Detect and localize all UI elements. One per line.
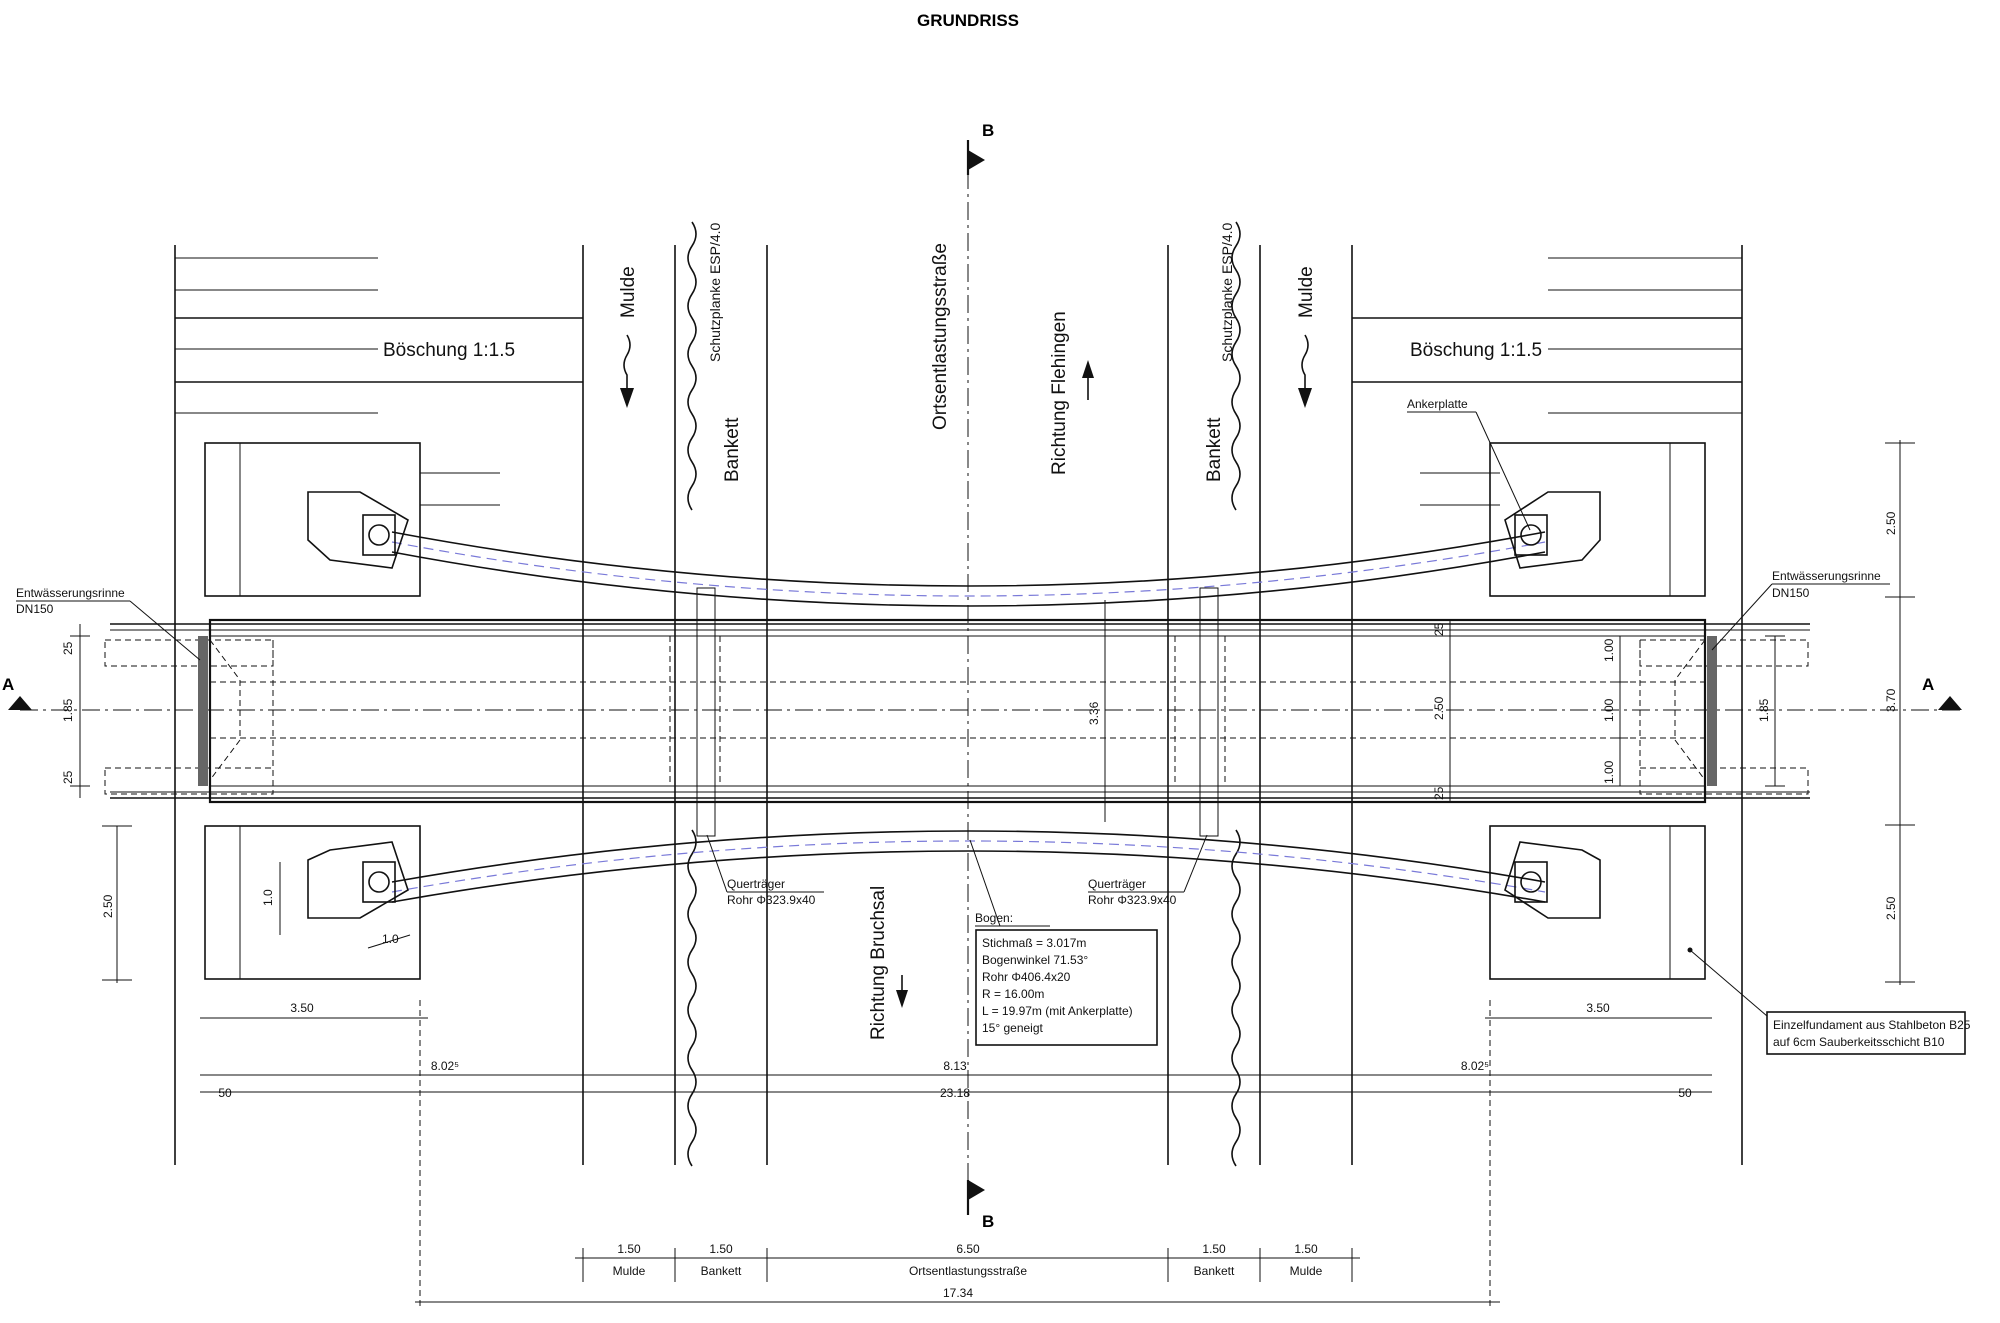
dim-650: 6.50 [956,1242,980,1256]
cross-beam-left [696,587,716,837]
dim-10-vertical: 1.0 [261,889,275,906]
bridge-deck [104,587,1810,837]
section-b-label-bottom: B [982,1212,994,1231]
terrain-lines [174,221,1743,1167]
label-bottom-mulde-right: Mulde [1290,1264,1323,1278]
dim-100-c: 1.00 [1602,760,1616,784]
label-quertraeger-right: Querträger [1088,877,1146,891]
label-bankett-left: Bankett [722,417,743,482]
bogen-spec-line: Bogenwinkel 71.53° [982,953,1088,967]
label-richtung-flehingen: Richtung Flehingen [1049,311,1070,475]
dim-50-right: 50 [1678,1086,1692,1100]
dim-25-mid-top: 25 [1432,622,1446,636]
dim-185-right: 1.85 [1757,698,1771,722]
dimension-lines [70,440,1915,1310]
label-boeschung-right: Böschung 1:1.5 [1410,340,1542,361]
dim-50-left: 50 [218,1086,232,1100]
dim-350-right: 3.50 [1586,1001,1610,1015]
dim-250-right-bottom: 2.50 [1884,896,1898,920]
label-boeschung-left: Böschung 1:1.5 [383,340,515,361]
label-bogen: Bogen: [975,911,1013,925]
dim-25-left-bottom: 25 [61,770,75,784]
foundation-bottom-right [1489,825,1706,980]
dim-150-mulde-right: 1.50 [1294,1242,1318,1256]
dim-10-horizontal: 1.0 [382,932,399,946]
section-b-arrow-bottom [968,1180,985,1200]
label-schutzplanke-left: Schutzplanke ESP/4.0 [707,222,723,362]
label-quertraeger-right-rohr: Rohr Φ323.9x40 [1088,893,1177,907]
drainage-channel-left [198,636,208,786]
dim-336: 3.36 [1087,701,1101,725]
label-entwaesserung-right: Entwässerungsrinne [1772,569,1881,583]
einzelfundament-box [1766,1011,1966,1055]
section-a-arrow-right [1938,696,1962,710]
foundation-top-right [1489,442,1706,597]
dim-250-left: 2.50 [101,894,115,918]
dim-100-a: 1.00 [1602,638,1616,662]
bogen-spec-line: Rohr Φ406.4x20 [982,970,1071,984]
drawing-title: GRUNDRISS [917,11,1019,30]
arch-top [391,531,1546,607]
dim-813: 8.13 [943,1059,967,1073]
drainage-channel-right [1707,636,1717,786]
section-a-label-right: A [1922,675,1934,694]
dim-250-mid: 2.50 [1432,696,1446,720]
label-quertraeger-left-rohr: Rohr Φ323.9x40 [727,893,816,907]
arch-bottom [391,830,1546,903]
section-a-label-left: A [2,675,14,694]
label-mulde-right: Mulde [1296,266,1317,318]
label-ortsentlastungsstrasse: Ortsentlastungsstraße [930,243,951,430]
bogen-spec-line: 15° geneigt [982,1021,1044,1035]
label-quertraeger-left: Querträger [727,877,785,891]
dim-350-left: 3.50 [290,1001,314,1015]
bogen-spec-line: R = 16.00m [982,987,1044,1001]
cross-beam-right [1199,587,1219,837]
dim-250-right-top: 2.50 [1884,511,1898,535]
label-richtung-bruchsal: Richtung Bruchsal [868,886,889,1040]
label-mulde-left: Mulde [618,266,639,318]
dim-25-left-top: 25 [61,641,75,655]
label-entwaesserung-left-dn: DN150 [16,602,54,616]
dim-150-bankett-right: 1.50 [1202,1242,1226,1256]
label-bottom-ortsentlastungsstrasse: Ortsentlastungsstraße [909,1264,1027,1278]
bogen-spec-line: Stichmaß = 3.017m [982,936,1086,950]
bogen-spec-box [975,929,1158,1046]
label-bottom-bankett-left: Bankett [701,1264,742,1278]
label-einzelfundament-2: auf 6cm Sauberkeitsschicht B10 [1773,1035,1945,1049]
dim-25-mid-bottom: 25 [1432,786,1446,800]
section-b-label-top: B [982,121,994,140]
label-bottom-mulde-left: Mulde [613,1264,646,1278]
dim-150-mulde-left: 1.50 [617,1242,641,1256]
foundation-top-left [204,442,421,597]
section-b-arrow-top [968,150,985,170]
section-a-arrow-left [8,696,32,710]
label-ankerplatte: Ankerplatte [1407,397,1468,411]
dim-8025-right: 8.02⁵ [1461,1059,1489,1073]
dim-150-bankett-left: 1.50 [709,1242,733,1256]
mulde-arrow-right [1301,334,1309,395]
dim-370: 3.70 [1884,688,1898,712]
dim-1734: 17.34 [943,1286,973,1300]
label-bottom-bankett-right: Bankett [1194,1264,1235,1278]
label-bankett-right: Bankett [1204,417,1225,482]
foundations [204,442,1706,980]
dim-8025-left: 8.02⁵ [431,1059,459,1073]
mulde-arrow-left [623,334,631,395]
dim-185-left: 1.85 [61,698,75,722]
label-schutzplanke-right: Schutzplanke ESP/4.0 [1219,222,1235,362]
label-einzelfundament-1: Einzelfundament aus Stahlbeton B25 [1773,1018,1971,1032]
dim-2318: 23.18 [940,1086,970,1100]
label-entwaesserung-right-dn: DN150 [1772,586,1810,600]
dim-100-b: 1.00 [1602,698,1616,722]
foundation-bottom-left [204,825,421,980]
label-entwaesserung-left: Entwässerungsrinne [16,586,125,600]
bogen-spec-line: L = 19.97m (mit Ankerplatte) [982,1004,1133,1018]
